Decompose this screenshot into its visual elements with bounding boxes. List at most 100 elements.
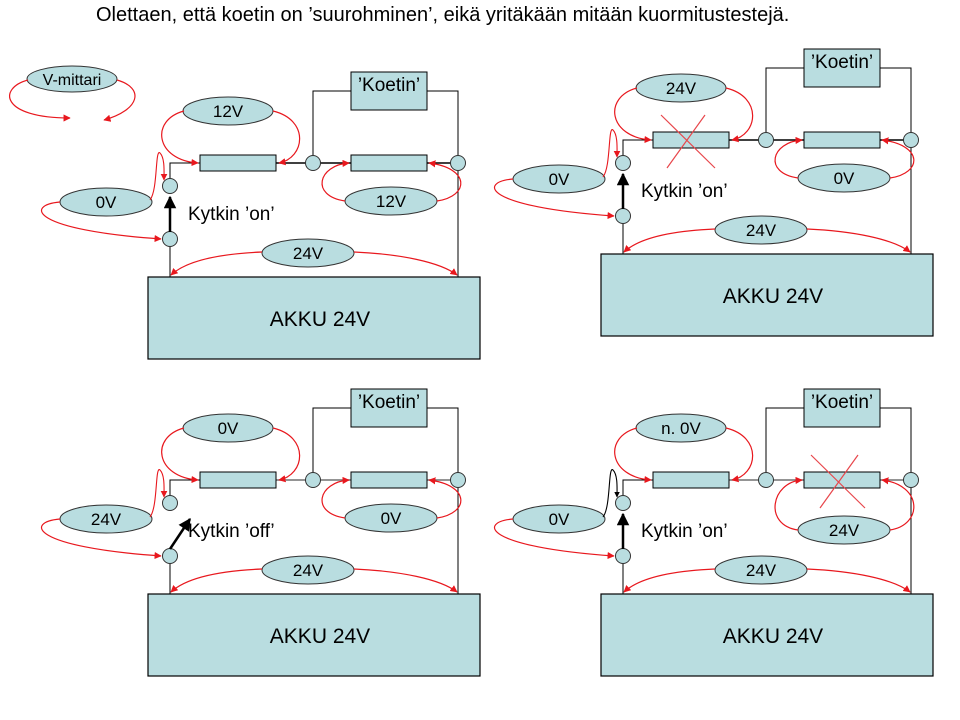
reading-resistor-2: 12V (344, 186, 438, 216)
lead-switch-bottom-arrow (41, 518, 162, 560)
probe-box (803, 388, 881, 428)
probe-label: ’Koetin’ (358, 392, 420, 413)
battery-box (600, 593, 934, 677)
node-switch-bottom (162, 548, 178, 564)
meter-lead-left-arrow (9, 79, 71, 122)
lead-r2-left-arrow (321, 159, 350, 202)
lead-battery-right-arrow (806, 228, 911, 253)
reading-battery-label: 24V (746, 561, 777, 580)
lead-r1-left-arrow (161, 427, 199, 484)
node-junction-left (305, 155, 321, 171)
circuit-panel-bottom-right: AKKU 24V ’Koetin’ Kytkin ’on’ n. 0V 24V 0V 24V (494, 388, 934, 677)
battery-box (147, 593, 481, 677)
reading-resistor-1: 24V (635, 73, 727, 103)
probe-label: ’Koetin’ (811, 392, 873, 413)
lead-r2-left-arrow (321, 476, 350, 519)
lead-battery-right-arrow (353, 568, 458, 593)
lead-battery-left-arrow (623, 228, 716, 253)
node-junction-right (450, 472, 466, 488)
resistor-2 (803, 131, 881, 149)
wire-probe-left (765, 67, 804, 140)
wire-probe-right (427, 407, 459, 594)
reading-switch-label: 0V (549, 170, 570, 189)
reading-battery-shape (261, 238, 355, 268)
lead-r1-right-arrow (725, 87, 754, 143)
battery-box (147, 276, 481, 360)
lead-r1-right-arrow (725, 427, 754, 483)
resistor-2 (350, 471, 428, 489)
reading-resistor-1: 12V (182, 96, 274, 126)
lead-switch-top-arrow (149, 152, 168, 201)
reading-switch: 0V (512, 164, 606, 194)
lead-switch-bottom-arrow (41, 201, 162, 243)
node-switch-top (162, 495, 178, 511)
node-junction-left (758, 472, 774, 488)
node-switch-top (615, 495, 631, 511)
resistor-1 (652, 471, 730, 489)
node-junction-right (450, 155, 466, 171)
lead-r1-left-arrow (161, 110, 199, 167)
switch-label: Kytkin ’on’ (641, 521, 728, 542)
node-switch-top (162, 178, 178, 194)
node-junction-right (903, 132, 919, 148)
lead-switch-top-arrow (602, 469, 620, 518)
switch-label: Kytkin ’on’ (641, 181, 728, 202)
reading-switch-label: 24V (91, 510, 122, 529)
probe-box (350, 388, 428, 428)
reading-battery: 24V (261, 238, 355, 268)
probe-label: ’Koetin’ (811, 52, 873, 73)
reading-battery-label: 24V (293, 244, 324, 263)
reading-battery: 24V (261, 555, 355, 585)
reading-resistor-1-label: n. 0V (661, 419, 701, 438)
resistor-2 (803, 471, 881, 489)
reading-switch: 0V (512, 504, 606, 534)
reading-switch: 24V (59, 504, 153, 534)
lead-battery-left-arrow (623, 568, 716, 593)
lead-r2-right-arrow (428, 477, 462, 519)
page-title: Olettaen, että koetin on ’suurohminen’, … (96, 4, 790, 26)
resistor-2 (350, 154, 428, 172)
lead-switch-top-arrow (149, 469, 168, 518)
battery-label: AKKU 24V (723, 625, 823, 648)
reading-resistor-1-label: 0V (218, 419, 239, 438)
resistor-1 (652, 131, 730, 149)
wire-probe-left (312, 407, 351, 480)
lead-battery-right-arrow (806, 568, 911, 593)
reading-resistor-2-label: 0V (834, 169, 855, 188)
lead-r1-right-arrow (272, 427, 301, 483)
lead-r2-right-arrow (881, 477, 915, 531)
lead-r2-right-arrow (881, 137, 915, 179)
lead-r2-left-arrow (774, 136, 803, 179)
node-switch-bottom (615, 208, 631, 224)
switch-label: Kytkin ’off’ (188, 521, 275, 542)
resistor-2-fault-cross (810, 454, 866, 509)
resistor-1 (199, 471, 277, 489)
node-junction-left (758, 132, 774, 148)
lead-r1-right-arrow (272, 110, 301, 166)
reading-battery-shape (714, 555, 808, 585)
wire-probe-right (427, 90, 459, 277)
reading-switch: 0V (59, 187, 153, 217)
reading-switch-label: 0V (96, 193, 117, 212)
wire-probe-right (880, 407, 912, 594)
reading-resistor-2-label: 24V (829, 521, 860, 540)
node-junction-left (305, 472, 321, 488)
node-switch-bottom (162, 231, 178, 247)
resistor-1-fault-cross (660, 114, 716, 169)
reading-resistor-2: 0V (344, 503, 438, 533)
node-switch-top (615, 155, 631, 171)
reading-battery-shape (261, 555, 355, 585)
voltmeter-legend: V-mittari (9, 65, 136, 122)
probe-box (350, 71, 428, 111)
node-junction-right (903, 472, 919, 488)
lead-battery-left-arrow (170, 568, 263, 593)
reading-battery-shape (714, 215, 808, 245)
reading-resistor-2: 24V (797, 515, 891, 545)
reading-resistor-1: n. 0V (635, 413, 727, 443)
resistor-1 (199, 154, 277, 172)
voltmeter-legend-ellipse-label: V-mittari (43, 72, 102, 89)
